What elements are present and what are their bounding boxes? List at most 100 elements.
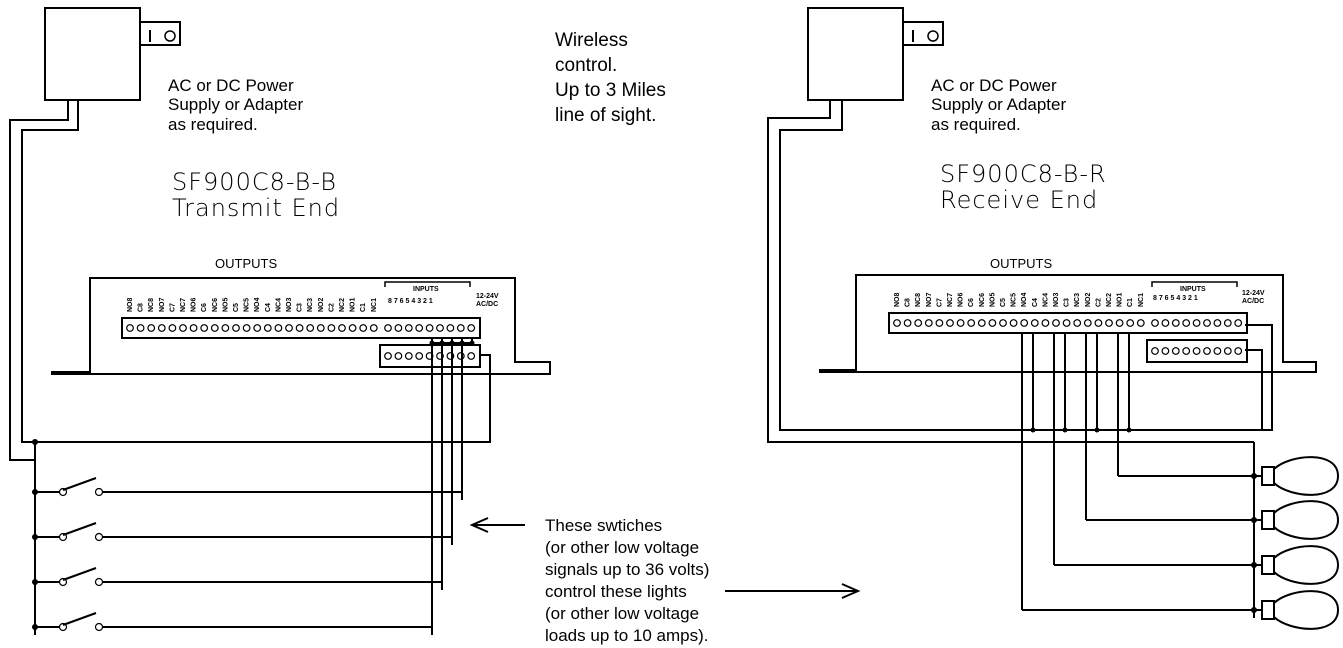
- wireless-note-line-3: Up to 3 Miles: [555, 80, 666, 101]
- output-terminal: [1115, 319, 1124, 327]
- input-terminal-lower: [1182, 347, 1191, 355]
- input-terminal-lower: [1234, 347, 1243, 355]
- output-terminal: [136, 324, 145, 332]
- input-terminal-lower: [384, 352, 392, 360]
- output-terminal: [1126, 319, 1135, 327]
- output-terminal: [274, 324, 283, 332]
- switches-note-line-6: loads up to 10 amps).: [545, 626, 708, 645]
- output-terminal-label: NC4: [275, 298, 282, 312]
- output-terminal-label: NC8: [148, 298, 155, 312]
- light-bulb-icon: [1251, 590, 1340, 630]
- output-terminal-label: NC6: [979, 293, 986, 307]
- output-terminal: [316, 324, 325, 332]
- output-terminal: [924, 319, 933, 327]
- input-terminal-lower: [1203, 347, 1211, 355]
- input-terminal: [1171, 319, 1180, 327]
- output-terminal: [1073, 319, 1082, 327]
- output-terminal-label: NC6: [212, 298, 219, 312]
- output-terminal-label: NO3: [1053, 293, 1060, 308]
- output-terminal-label: C2: [328, 303, 335, 312]
- receive-power-text-3: as required.: [931, 115, 1021, 134]
- output-terminal-label: C2: [1095, 298, 1102, 307]
- output-terminal: [242, 324, 251, 332]
- output-terminal: [1105, 319, 1113, 327]
- input-terminal-lower: [404, 352, 413, 360]
- output-terminal-label: NO5: [222, 298, 229, 313]
- output-terminal: [988, 319, 997, 327]
- transmit-terminals: [126, 324, 476, 360]
- wireless-note-line-2: control.: [555, 55, 617, 76]
- output-terminal-label: C3: [1064, 298, 1071, 307]
- output-terminal-label: NC3: [307, 298, 314, 312]
- output-terminal-label: C6: [201, 303, 208, 312]
- transmit-module: OUTPUTS INPUTS 8 7 6 5 4 3 2 1 12-24V AC…: [51, 256, 551, 375]
- output-terminal-label: C7: [936, 298, 943, 307]
- output-terminal-label: NO8: [894, 293, 901, 308]
- output-terminal: [147, 324, 156, 332]
- switches-note-line-5: (or other low voltage: [545, 604, 699, 623]
- output-terminal-label: C4: [265, 303, 272, 312]
- receive-outputs-label: OUTPUTS: [990, 256, 1052, 271]
- transmit-power-wire-a: [9, 100, 69, 461]
- output-terminal: [1020, 319, 1029, 327]
- output-terminal: [157, 324, 166, 332]
- output-terminal-label: NC3: [1074, 293, 1081, 307]
- wireless-note: Wireless control. Up to 3 Miles line of …: [555, 30, 666, 126]
- output-terminal-label: C8: [138, 303, 145, 312]
- output-terminal: [359, 324, 368, 332]
- output-terminal: [1083, 319, 1092, 327]
- transmit-power-text-3: as required.: [168, 115, 258, 134]
- input-terminal: [394, 324, 403, 332]
- output-terminal-label: NO5: [989, 293, 996, 308]
- input-terminal-lower: [1223, 347, 1232, 355]
- output-terminal-label: NO7: [159, 298, 166, 313]
- output-terminal-label: NO4: [1021, 293, 1028, 308]
- transmit-side: AC or DC Power Supply or Adapter as requ…: [9, 7, 551, 635]
- receive-terminals: [893, 319, 1243, 355]
- output-terminal-label: NO6: [958, 293, 965, 308]
- output-terminal-label: NO2: [318, 298, 325, 313]
- output-terminal-label: NO2: [1085, 293, 1092, 308]
- receive-side: AC or DC Power Supply or Adapter as requ…: [767, 7, 1340, 630]
- receive-power-wire-a: [767, 100, 1254, 443]
- output-terminal-label: NC7: [180, 298, 187, 312]
- switches-note-line-4: control these lights: [545, 582, 687, 601]
- output-terminal: [168, 324, 177, 332]
- output-terminal: [179, 324, 187, 332]
- receive-power-text-2: Supply or Adapter: [931, 95, 1066, 114]
- output-terminal-label: NC4: [1042, 293, 1049, 307]
- switches-note-line-1: These swtiches: [545, 516, 662, 535]
- output-terminal: [1136, 319, 1145, 327]
- output-terminal-label: C5: [1000, 298, 1007, 307]
- transmit-power-terminal-label-2: AC/DC: [476, 301, 498, 308]
- input-terminal-lower: [415, 352, 424, 360]
- output-terminal: [232, 324, 240, 332]
- output-terminal: [946, 319, 954, 327]
- output-terminal-label: C7: [169, 303, 176, 312]
- light-bulb-icon: [1251, 500, 1340, 540]
- receive-power-wire-b: [779, 100, 1273, 431]
- output-terminal-label: C6: [968, 298, 975, 307]
- output-terminal-label: NC1: [1138, 293, 1145, 307]
- input-terminal: [1161, 319, 1170, 327]
- output-terminal-label: NC5: [1011, 293, 1018, 307]
- switch-lever-icon: [62, 567, 97, 581]
- input-terminal: [415, 324, 424, 332]
- input-terminal: [436, 324, 444, 332]
- output-terminal: [126, 324, 134, 332]
- switches-note-line-3: signals up to 36 volts): [545, 560, 709, 579]
- output-terminal: [1062, 319, 1071, 327]
- output-terminal-label: NC2: [339, 298, 346, 312]
- output-terminal-label: NO7: [926, 293, 933, 308]
- input-terminal-lower: [1213, 347, 1222, 355]
- transmit-model: SF900C8-B-B: [172, 168, 337, 196]
- output-terminal: [295, 324, 304, 332]
- input-terminal-lower: [1192, 347, 1201, 355]
- output-terminal-label: NO3: [286, 298, 293, 313]
- output-terminal: [306, 324, 315, 332]
- receive-lamps: [1251, 456, 1340, 630]
- input-terminal-lower: [456, 352, 465, 360]
- output-terminal: [956, 319, 965, 327]
